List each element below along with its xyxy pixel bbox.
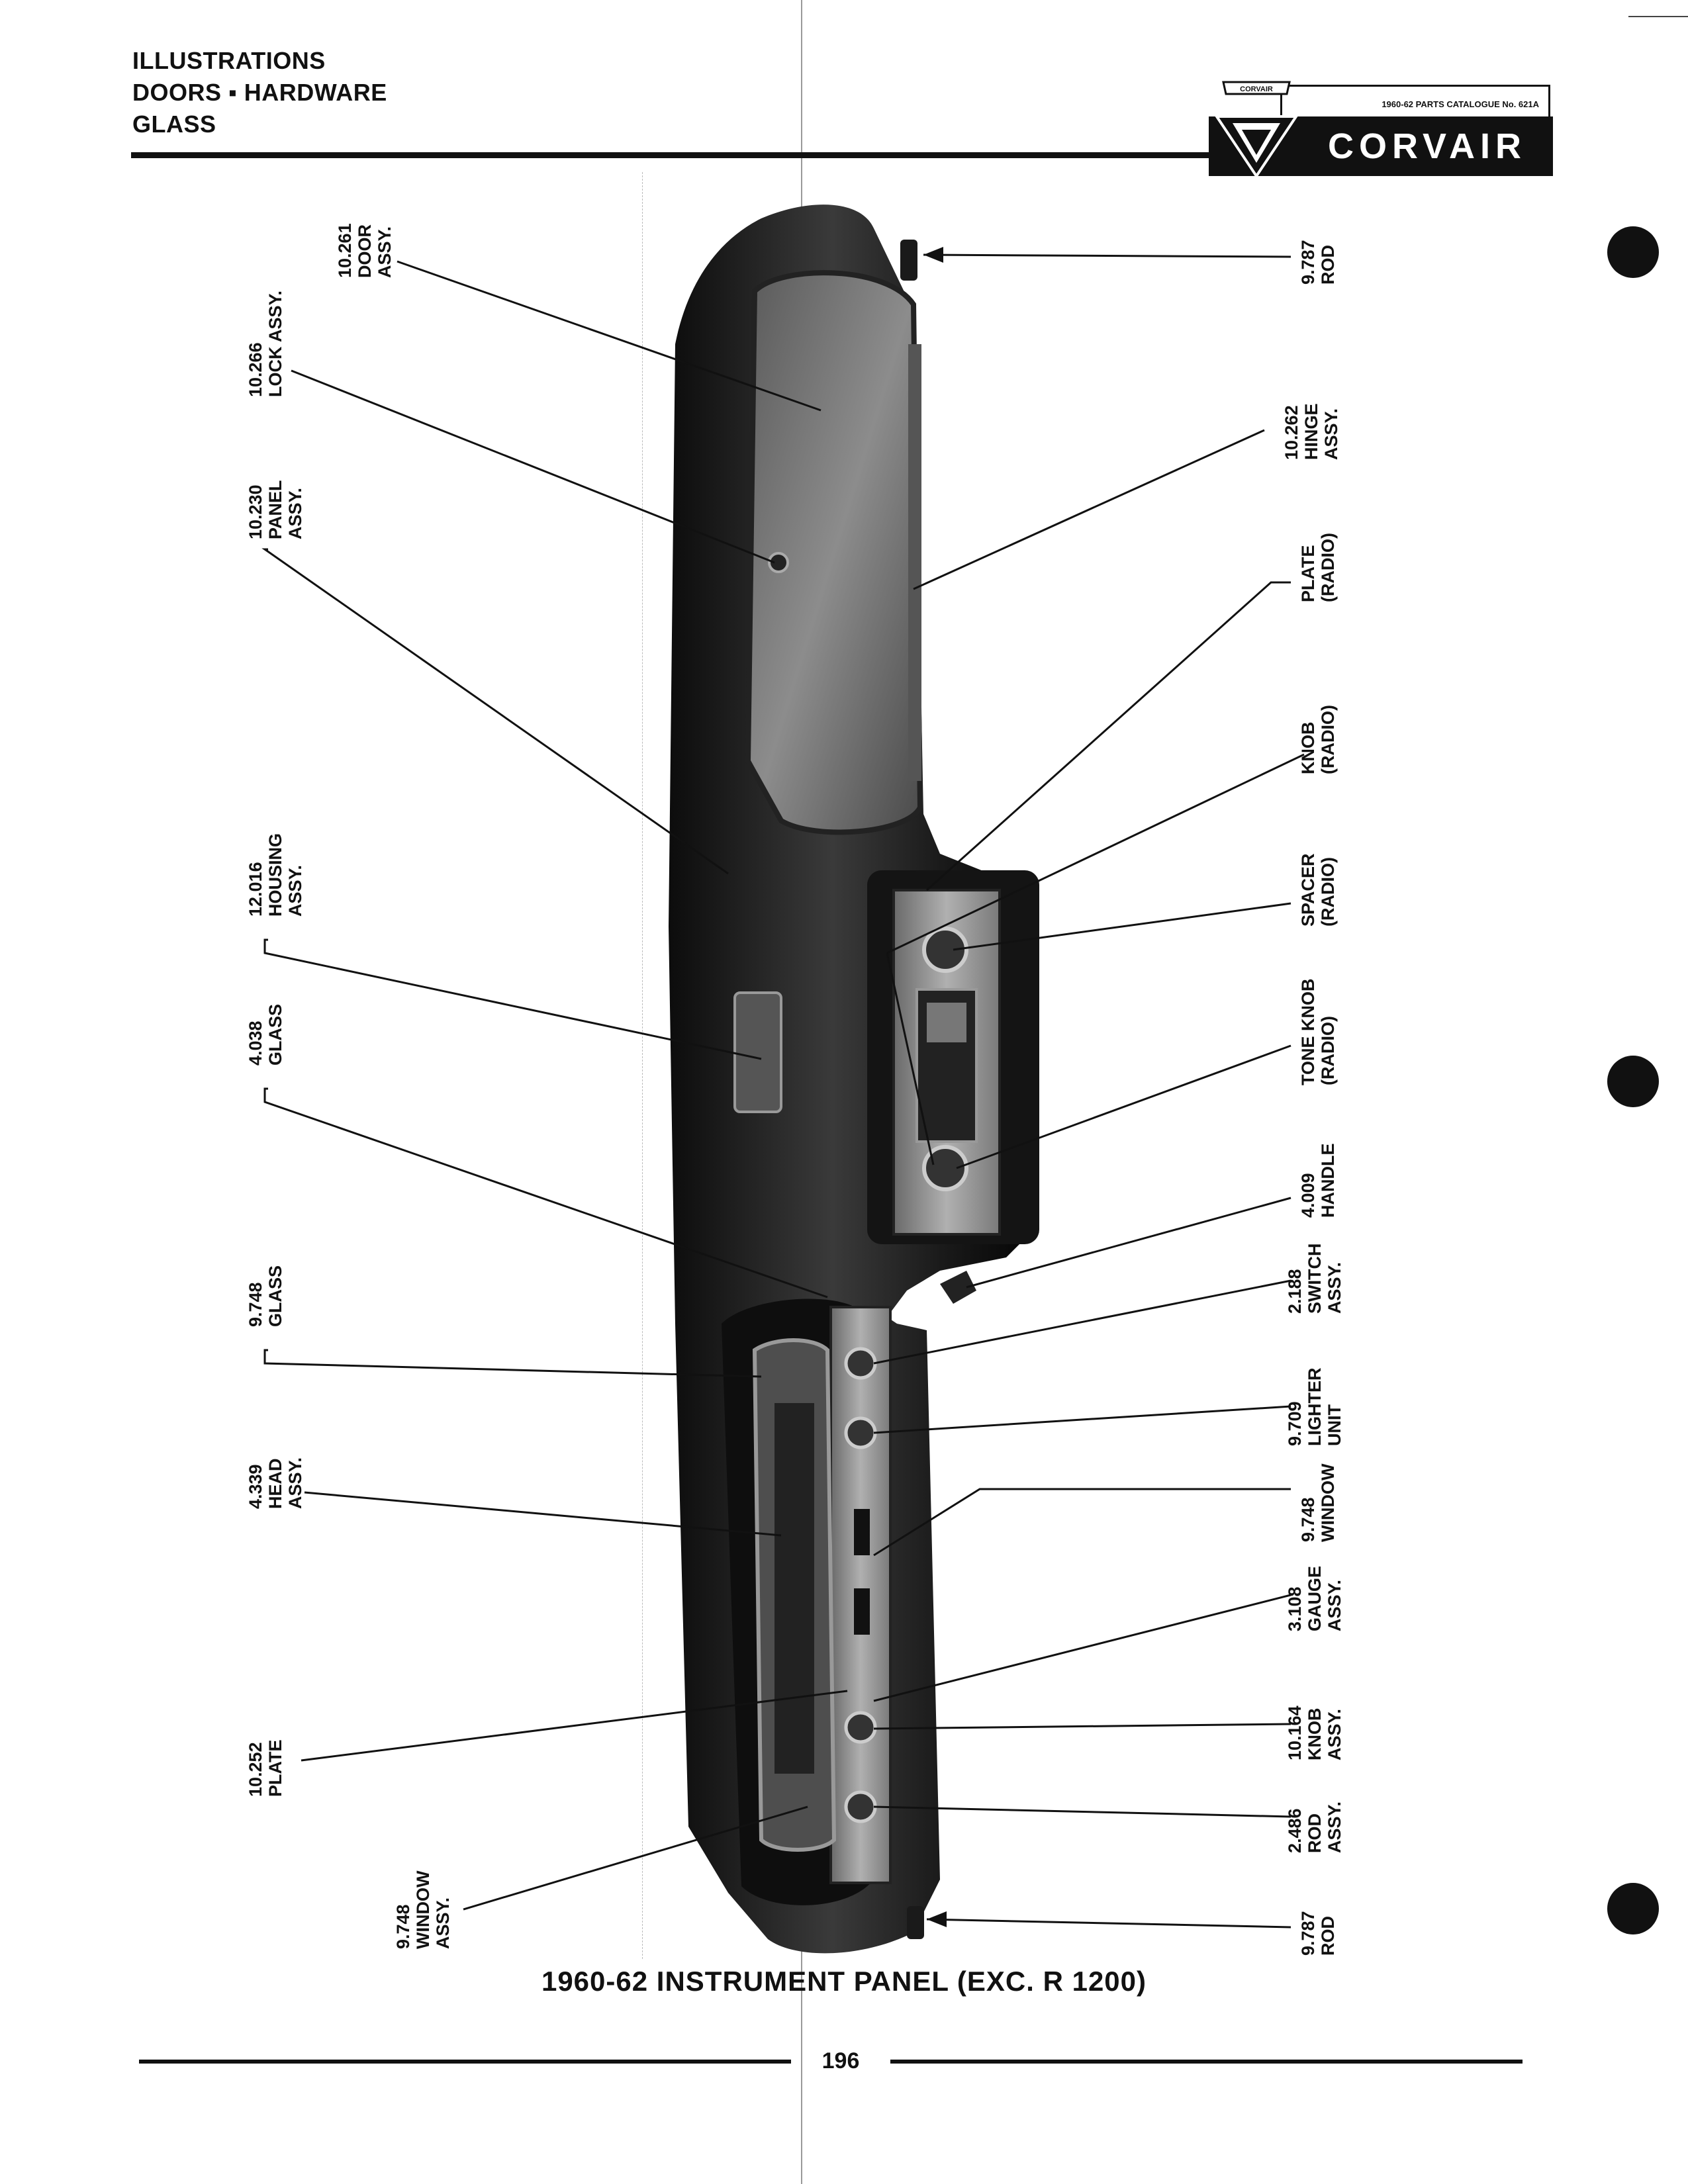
leader-door-assy — [397, 260, 821, 412]
corner-mark — [1628, 16, 1688, 17]
leader-glass-4038 — [263, 1087, 828, 1298]
page-crease-line — [642, 172, 643, 1959]
leader-switch-assy — [873, 1279, 1291, 1365]
corvair-catalogue-badge: 1960-62 PARTS CATALOGUE No. 621A CORVAIR… — [1209, 77, 1553, 176]
leader-plate-10252 — [301, 1690, 848, 1762]
corvair-emblem-icon: CORVAIR — [1214, 81, 1299, 176]
footer-rule-right — [890, 2060, 1523, 2064]
leader-knob-radio-b — [886, 952, 935, 1165]
rod-top — [900, 240, 917, 281]
right-labels: 9.787 ROD 10.262 HINGE ASSY. PLATE (RADI… — [1282, 235, 1344, 1956]
label-plate-10252: 10.252 PLATE — [246, 1737, 285, 1797]
footer-rule-left — [139, 2060, 791, 2064]
right-leader-lines — [873, 253, 1305, 1929]
header-line-illustrations: ILLUSTRATIONS — [132, 47, 326, 74]
label-gauge-assy: 3.108 GAUGE ASSY. — [1285, 1561, 1344, 1631]
label-hinge-assy: 10.262 HINGE ASSY. — [1282, 398, 1341, 460]
leader-housing-assy — [263, 938, 762, 1060]
leader-lighter-unit — [873, 1405, 1291, 1434]
label-spacer-radio: SPACER (RADIO) — [1298, 848, 1338, 927]
header-rule — [131, 152, 1233, 158]
binder-hole — [1607, 1883, 1659, 1934]
figure-caption: 1960-62 INSTRUMENT PANEL (EXC. R 1200) — [541, 1966, 1147, 1997]
left-leader-lines — [261, 260, 848, 1911]
section-header: ILLUSTRATIONS DOORS ▪ HARDWARE GLASS — [132, 45, 387, 140]
radio-dial-glass — [927, 1003, 966, 1042]
header-line-doors-hardware: DOORS ▪ HARDWARE — [132, 79, 387, 106]
leader-lock-assy — [291, 369, 775, 564]
leader-plate-radio — [926, 581, 1291, 891]
binder-hole — [1607, 1056, 1659, 1107]
label-panel-assy: 10.230 PANEL ASSY. — [246, 475, 305, 539]
label-glass-9748: 9.748 GLASS — [246, 1265, 285, 1327]
leader-tone-knob — [956, 1044, 1291, 1169]
brand-name: CORVAIR — [1327, 126, 1527, 166]
label-rod-bottom: 9.787 ROD — [1298, 1906, 1338, 1956]
catalogue-number: 1960-62 PARTS CATALOGUE No. 621A — [1280, 85, 1550, 122]
label-lighter-unit: 9.709 LIGHTER UNIT — [1285, 1363, 1344, 1446]
arrowhead-rod-top — [923, 247, 943, 263]
header-line-glass: GLASS — [132, 111, 216, 138]
label-door-assy: 10.261 DOOR ASSY. — [335, 218, 395, 278]
leader-window-9748 — [873, 1488, 1291, 1557]
binder-hole — [1607, 226, 1659, 278]
lighter-knob — [844, 1416, 877, 1449]
speedometer-head — [774, 1403, 814, 1774]
leader-gauge-assy — [873, 1594, 1291, 1702]
page-number: 196 — [821, 2048, 860, 2073]
label-switch-assy: 2.188 SWITCH ASSY. — [1285, 1238, 1344, 1314]
label-plate-radio: PLATE (RADIO) — [1298, 533, 1338, 602]
leader-handle — [966, 1197, 1291, 1289]
emblem-lettering: CORVAIR — [1240, 85, 1273, 93]
leader-panel-assy — [261, 548, 729, 875]
label-handle: 4.009 HANDLE — [1298, 1144, 1338, 1218]
glove-box-hinge — [908, 344, 921, 781]
assist-handle — [940, 1271, 976, 1304]
arrowheads — [923, 247, 947, 1927]
leader-rod-assy — [873, 1805, 1291, 1818]
leader-hinge-assy — [913, 429, 1265, 590]
leader-knob-radio — [886, 753, 1305, 954]
leader-spacer-radio — [953, 902, 1291, 951]
label-head-assy: 4.339 HEAD ASSY. — [246, 1453, 305, 1509]
leader-rod-bottom — [926, 1918, 1291, 1929]
leader-head-assy — [304, 1491, 782, 1537]
left-labels: 10.261 DOOR ASSY. 10.266 LOCK ASSY. 10.2… — [246, 218, 453, 1949]
rod-knob — [844, 1790, 877, 1823]
label-tone-knob-radio: TONE KNOB (RADIO) — [1298, 974, 1338, 1085]
label-housing-assy: 12.016 HOUSING ASSY. — [246, 828, 305, 917]
knob-assy — [844, 1711, 877, 1744]
label-lock-assy: 10.266 LOCK ASSY. — [246, 291, 285, 397]
arrowhead-rod-bottom — [927, 1911, 947, 1927]
gauge-window-lower — [854, 1588, 870, 1635]
glove-box-lock — [768, 552, 789, 573]
label-knob-radio: KNOB (RADIO) — [1298, 705, 1338, 774]
gauge-window-upper — [854, 1509, 870, 1555]
ash-tray-housing — [733, 991, 782, 1113]
switch-knob — [844, 1347, 877, 1380]
label-window-assy: 9.748 WINDOW ASSY. — [393, 1866, 453, 1949]
leader-window-assy — [463, 1805, 808, 1911]
label-knob-assy: 10.164 KNOB ASSY. — [1285, 1701, 1344, 1760]
rod-bottom — [907, 1906, 924, 1939]
label-rod-assy: 2.486 ROD ASSY. — [1285, 1801, 1344, 1853]
label-glass-4038: 4.038 GLASS — [246, 1004, 285, 1066]
radio-tone-knob — [922, 1145, 968, 1191]
leader-rod-top — [923, 253, 1291, 258]
leader-glass-9748 — [263, 1349, 762, 1378]
label-window-9748: 9.748 WINDOW — [1298, 1463, 1338, 1542]
glove-box-door — [745, 270, 923, 835]
leader-knob-assy — [873, 1723, 1291, 1730]
radio-knob — [922, 927, 968, 973]
label-rod-top: 9.787 ROD — [1298, 235, 1338, 285]
